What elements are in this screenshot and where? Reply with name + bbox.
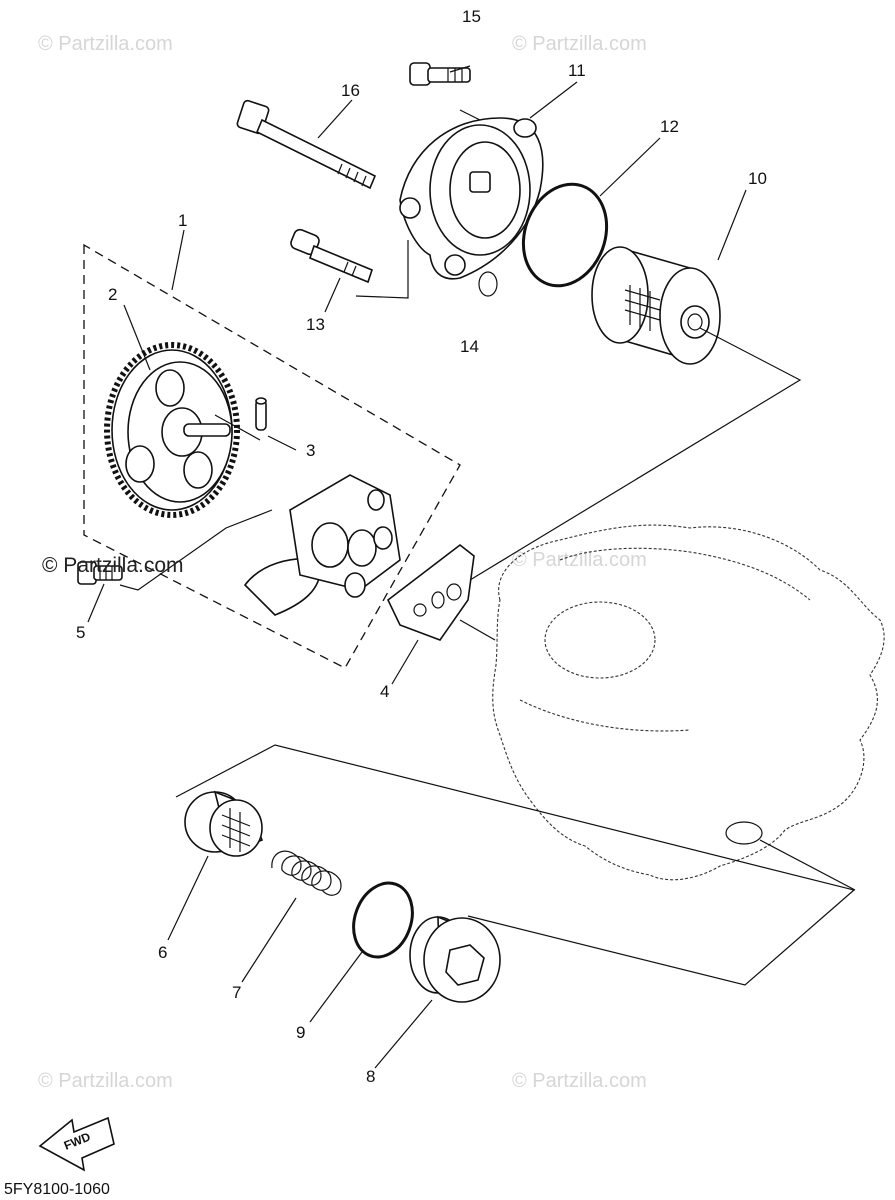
o-ring-part-14 — [478, 271, 498, 297]
leader-lines — [119, 109, 856, 986]
spring-part-7 — [271, 850, 342, 896]
callout-15: 15 — [462, 7, 481, 26]
callout-2: 2 — [108, 285, 117, 304]
oil-pump-body — [243, 474, 401, 616]
filter-cover-part-11 — [399, 117, 544, 280]
engine-case-outline — [492, 524, 885, 881]
callout-13: 13 — [306, 315, 325, 334]
diagram-code: 5FY8100-1060 — [4, 1181, 110, 1198]
callout-6: 6 — [158, 943, 167, 962]
callout-14: 14 — [460, 337, 479, 356]
callout-11: 11 — [568, 61, 586, 80]
watermark-mid-right: © Partzilla.com — [512, 549, 647, 571]
bolt-part-13 — [290, 228, 373, 284]
callout-16: 16 — [341, 81, 360, 100]
watermark-mid-main: © Partzilla.com — [42, 554, 184, 577]
watermark-top-right: © Partzilla.com — [512, 33, 647, 55]
o-ring-part-9 — [352, 881, 414, 959]
callout-5: 5 — [76, 623, 85, 642]
gasket-part-4 — [386, 543, 475, 641]
watermark-bottom-left: © Partzilla.com — [38, 1070, 173, 1092]
bolt-part-15 — [409, 62, 471, 86]
gear-part-2 — [104, 342, 240, 518]
fwd-arrow-icon: FWD — [38, 1116, 115, 1172]
o-ring-part-12 — [521, 182, 609, 288]
callout-8: 8 — [366, 1067, 375, 1086]
callout-pointers — [87, 65, 747, 1069]
bolt-part-16 — [236, 99, 377, 190]
pin-part-3 — [255, 397, 267, 431]
callout-9: 9 — [296, 1023, 305, 1042]
drain-plug-part-8 — [409, 915, 501, 1003]
callout-7: 7 — [232, 983, 241, 1002]
watermark-top-left: © Partzilla.com — [38, 33, 173, 55]
callout-1: 1 — [178, 211, 187, 230]
callout-10: 10 — [748, 169, 767, 188]
bolt-part-5 — [77, 561, 123, 585]
watermark-bottom-right: © Partzilla.com — [512, 1070, 647, 1092]
callout-3: 3 — [306, 441, 315, 460]
callout-4: 4 — [380, 682, 389, 701]
assembly-boundary-part-1 — [83, 243, 461, 669]
callout-12: 12 — [660, 117, 679, 136]
strainer-part-6 — [184, 790, 264, 857]
oil-filter-part-10 — [591, 246, 721, 365]
